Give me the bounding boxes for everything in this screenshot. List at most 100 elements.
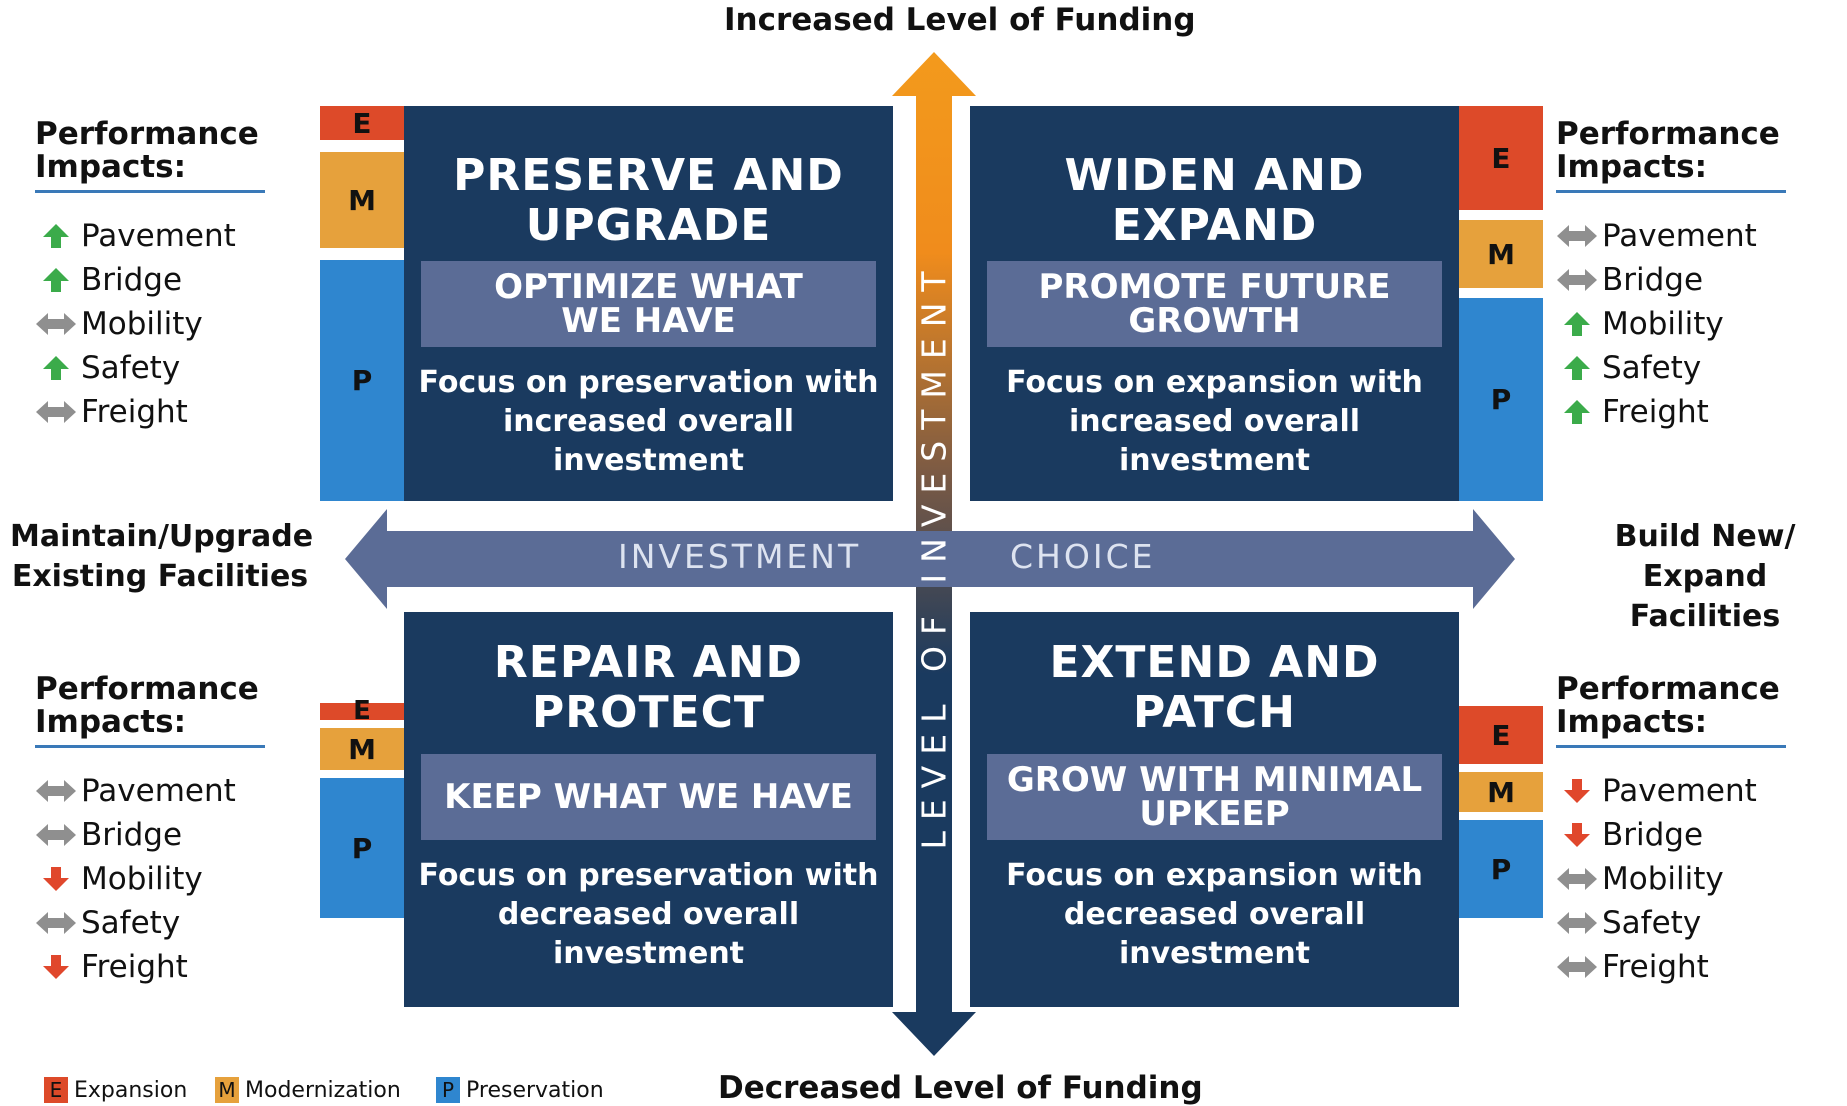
- legend-swatch: P: [436, 1077, 460, 1103]
- modernization-bar: M: [1459, 220, 1543, 288]
- quadrant-title: PRESERVE AND UPGRADE: [404, 151, 893, 251]
- quadrant-top-left: PRESERVE AND UPGRADE OPTIMIZE WHAT WE HA…: [404, 106, 893, 501]
- performance-heading: Performance Impacts:: [1556, 673, 1786, 739]
- performance-item: Bridge: [35, 815, 182, 855]
- quadrant-title: REPAIR AND PROTECT: [404, 638, 893, 738]
- performance-item: Freight: [35, 947, 188, 987]
- performance-item: Safety: [35, 348, 180, 388]
- performance-item: Mobility: [1556, 859, 1724, 899]
- quadrant-title-line: PRESERVE AND: [453, 150, 844, 201]
- performance-item-label: Safety: [81, 905, 181, 941]
- performance-heading-line: Impacts:: [1556, 149, 1707, 185]
- quadrant-title-line: PATCH: [1133, 687, 1296, 738]
- performance-item-label: Freight: [81, 949, 188, 985]
- quadrant-subtitle-line: KEEP WHAT WE HAVE: [444, 777, 853, 817]
- quadrant-description-line: increased overall investment: [502, 404, 795, 478]
- performance-heading-line: Performance: [35, 671, 259, 707]
- performance-item: Freight: [35, 392, 188, 432]
- left-axis-title-line: Maintain/Upgrade: [10, 519, 314, 554]
- quadrant-description-line: decreased overall: [1063, 897, 1366, 932]
- performance-item-label: Safety: [1602, 905, 1702, 941]
- double-arrow-icon: [1556, 218, 1598, 254]
- modernization-bar: M: [320, 728, 404, 770]
- quadrant-title-line: PROTECT: [532, 687, 765, 738]
- expansion-bar: E: [1459, 706, 1543, 764]
- quadrant-description: Focus on preservation with decreased ove…: [404, 856, 893, 973]
- quadrant-title: EXTEND AND PATCH: [970, 638, 1459, 738]
- performance-item-label: Bridge: [1602, 262, 1704, 298]
- quadrant-subtitle-line: GROWTH: [1128, 301, 1301, 341]
- quadrant-title-line: REPAIR AND: [493, 637, 804, 688]
- performance-item-label: Bridge: [81, 817, 183, 853]
- arrow-down-icon: [1556, 773, 1598, 809]
- performance-item-label: Freight: [1602, 949, 1709, 985]
- performance-item-label: Mobility: [1602, 861, 1724, 897]
- quadrant-description-line: Focus on expansion with: [1006, 858, 1423, 893]
- double-arrow-icon: [35, 394, 77, 430]
- double-arrow-icon: [35, 306, 77, 342]
- quadrant-description-line: investment: [552, 936, 745, 971]
- expansion-bar: E: [1459, 106, 1543, 210]
- performance-item: Pavement: [35, 216, 236, 256]
- arrow-down-icon: [35, 949, 77, 985]
- double-arrow-icon: [1556, 905, 1598, 941]
- performance-item-label: Freight: [1602, 394, 1709, 430]
- performance-heading-line: Performance: [35, 116, 259, 152]
- performance-item-label: Safety: [81, 350, 181, 386]
- right-axis-title-line: Expand Facilities: [1629, 559, 1781, 634]
- performance-heading-line: Performance: [1556, 116, 1780, 152]
- performance-item-label: Mobility: [81, 861, 203, 897]
- performance-item: Safety: [1556, 348, 1701, 388]
- double-arrow-icon: [1556, 262, 1598, 298]
- performance-heading-line: Impacts:: [1556, 704, 1707, 740]
- performance-item-label: Mobility: [1602, 306, 1724, 342]
- performance-heading: Performance Impacts:: [1556, 118, 1786, 184]
- quadrant-title: WIDEN AND EXPAND: [970, 151, 1459, 251]
- legend-modernization: M Modernization: [215, 1077, 401, 1103]
- quadrant-description-line: increased overall investment: [1068, 404, 1361, 478]
- left-axis-title-line: Existing Facilities: [11, 559, 309, 594]
- performance-item-label: Pavement: [1602, 773, 1757, 809]
- quadrant-description: Focus on expansion with increased overal…: [970, 363, 1459, 480]
- left-axis-title: Maintain/Upgrade Existing Facilities: [10, 517, 314, 597]
- performance-item-label: Bridge: [81, 262, 183, 298]
- expansion-bar: E: [320, 106, 404, 140]
- quadrant-description-line: decreased overall: [497, 897, 800, 932]
- quadrant-subtitle: PROMOTE FUTURE GROWTH: [987, 261, 1442, 347]
- performance-item-label: Safety: [1602, 350, 1702, 386]
- arrow-up-icon: [1556, 306, 1598, 342]
- double-arrow-icon: [1556, 949, 1598, 985]
- performance-heading: Performance Impacts:: [35, 118, 265, 184]
- quadrant-subtitle-line: WE HAVE: [561, 301, 736, 341]
- performance-item: Pavement: [1556, 216, 1757, 256]
- preservation-bar: P: [320, 778, 404, 918]
- performance-item: Safety: [1556, 903, 1701, 943]
- performance-heading-line: Impacts:: [35, 149, 186, 185]
- top-axis-title: Increased Level of Funding: [724, 2, 1196, 38]
- performance-item-label: Mobility: [81, 306, 203, 342]
- performance-heading: Performance Impacts:: [35, 673, 265, 739]
- performance-divider: [1556, 745, 1786, 748]
- quadrant-subtitle-line: PROMOTE FUTURE: [1038, 267, 1391, 307]
- arrow-down-icon: [35, 861, 77, 897]
- performance-item-label: Pavement: [81, 218, 236, 254]
- quadrant-description-line: Focus on expansion with: [1006, 365, 1423, 400]
- performance-item-label: Bridge: [1602, 817, 1704, 853]
- arrow-up-icon: [35, 262, 77, 298]
- preservation-bar: P: [1459, 298, 1543, 501]
- quadrant-subtitle: OPTIMIZE WHAT WE HAVE: [421, 261, 876, 347]
- double-arrow-icon: [1556, 861, 1598, 897]
- performance-item: Mobility: [35, 304, 203, 344]
- arrow-up-icon: [35, 218, 77, 254]
- quadrant-bottom-left: REPAIR AND PROTECT KEEP WHAT WE HAVE Foc…: [404, 612, 893, 1007]
- performance-item: Bridge: [35, 260, 182, 300]
- preservation-bar: P: [320, 260, 404, 501]
- quadrant-bottom-right: EXTEND AND PATCH GROW WITH MINIMAL UPKEE…: [970, 612, 1459, 1007]
- performance-item: Bridge: [1556, 815, 1703, 855]
- performance-heading-line: Impacts:: [35, 704, 186, 740]
- quadrant-subtitle-line: UPKEEP: [1139, 794, 1290, 834]
- level-of-investment-label: LEVEL OF INVESTMENT: [914, 260, 954, 850]
- quadrant-title-line: EXPAND: [1111, 200, 1318, 251]
